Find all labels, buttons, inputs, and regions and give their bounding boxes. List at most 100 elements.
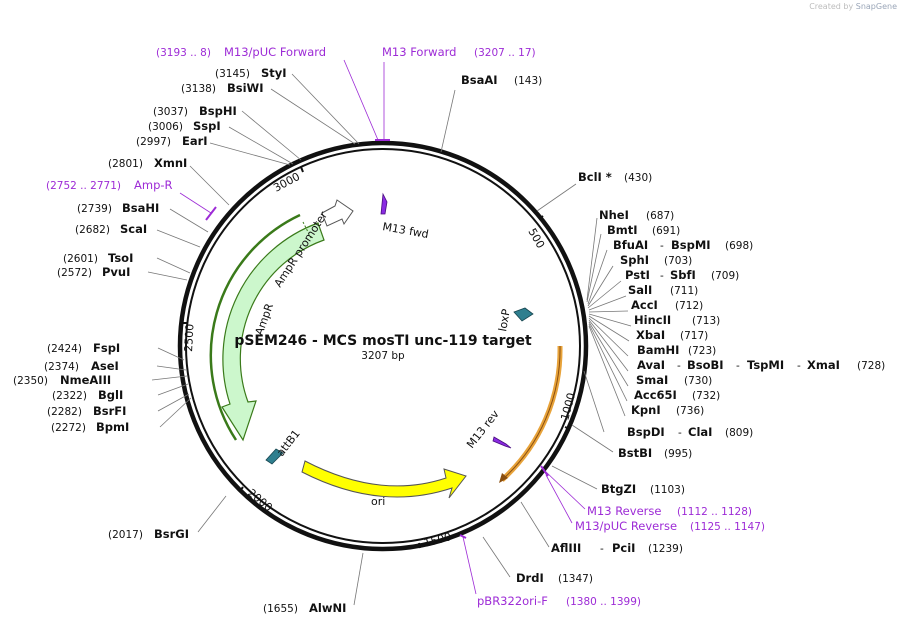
pbr322-leader xyxy=(462,536,477,595)
enzyme-bsobi[interactable]: BsoBI xyxy=(687,358,724,372)
enzyme-fspi[interactable]: FspI xyxy=(93,341,120,355)
enzyme-bamhi[interactable]: BamHI xyxy=(637,343,679,357)
tick-mark-500 xyxy=(538,215,544,220)
m13-fwd-label: M13 fwd xyxy=(381,220,429,241)
enzyme-sbfi[interactable]: SbfI xyxy=(670,268,696,282)
enzyme-sali-pos: (711) xyxy=(670,285,698,297)
enzyme-alwni[interactable]: AlwNI xyxy=(309,601,346,615)
attb1-feature[interactable] xyxy=(265,448,284,465)
ampr-feature[interactable] xyxy=(221,222,325,442)
enzyme-bsaai[interactable]: BsaAI xyxy=(461,73,498,87)
pbr322-marker xyxy=(459,534,467,539)
credit-brand: SnapGene xyxy=(855,2,897,11)
enzyme-bfuai[interactable]: BfuAI xyxy=(613,238,648,252)
enzyme-bspdi[interactable]: BspDI xyxy=(627,425,665,439)
enzyme-bsrfi[interactable]: BsrFI xyxy=(93,404,126,418)
enzyme-clai[interactable]: ClaI xyxy=(688,425,712,439)
ampr-outer-line xyxy=(209,213,301,441)
tick-mark-1000 xyxy=(564,426,571,430)
enzyme-bgli-pos: (2322) xyxy=(52,390,87,402)
enzyme-xbai[interactable]: XbaI xyxy=(636,328,665,342)
leader-eari xyxy=(209,142,291,166)
enzyme-smai[interactable]: SmaI xyxy=(636,373,668,387)
enzyme-styi[interactable]: StyI xyxy=(261,66,287,80)
primer-m13-rev-range: (1112 .. 1128) xyxy=(677,506,752,518)
enzyme-sspi[interactable]: SspI xyxy=(193,119,221,133)
snapgene-credit: Created by SnapGene xyxy=(809,2,897,11)
enzyme-afliii[interactable]: AflIII xyxy=(551,541,581,555)
primer-m13puc-rev[interactable]: M13/pUC Reverse xyxy=(575,519,677,533)
enzyme-acc65i-pos: (732) xyxy=(692,390,720,402)
primer-amp-r[interactable]: Amp-R xyxy=(134,178,173,192)
leader-tsoi xyxy=(156,257,191,274)
ori-label: ori xyxy=(371,495,385,508)
leader-sali xyxy=(588,295,627,311)
enzyme-btgzi[interactable]: BtgZI xyxy=(601,482,636,496)
enzyme-hincii-pos: (713) xyxy=(692,315,720,327)
leader-bsiwi xyxy=(270,88,356,145)
enzyme-bsrfi-pos: (2282) xyxy=(47,406,82,418)
loxp-feature[interactable] xyxy=(513,307,534,322)
enzyme-xmni[interactable]: XmnI xyxy=(154,156,187,170)
enzyme-acc65i[interactable]: Acc65I xyxy=(634,388,677,402)
primer-m13puc-fwd[interactable]: M13/pUC Forward xyxy=(224,45,326,59)
enzyme-bsiwi[interactable]: BsiWI xyxy=(227,81,264,95)
attb1-label: attB1 xyxy=(274,427,303,459)
leader-bsahi xyxy=(169,208,209,233)
enzyme-avai[interactable]: AvaI xyxy=(637,358,665,372)
sep-tspmi: - xyxy=(797,360,801,372)
enzyme-bstbi[interactable]: BstBI xyxy=(618,446,652,460)
enzyme-bspmi[interactable]: BspMI xyxy=(671,238,711,252)
leader-bstbi xyxy=(571,424,614,453)
enzyme-pvui[interactable]: PvuI xyxy=(102,265,130,279)
enzyme-kpni[interactable]: KpnI xyxy=(631,403,661,417)
ampr-promoter-feature[interactable] xyxy=(321,199,354,227)
m13-rev-feature[interactable] xyxy=(492,436,512,449)
enzyme-hincii[interactable]: HincII xyxy=(634,313,671,327)
enzyme-eari[interactable]: EarI xyxy=(182,134,208,148)
leader-scai xyxy=(156,229,201,248)
enzyme-sali[interactable]: SalI xyxy=(628,283,652,297)
m13-fwd-feature[interactable] xyxy=(380,192,388,215)
enzyme-sphi[interactable]: SphI xyxy=(620,253,649,267)
enzyme-bpmi[interactable]: BpmI xyxy=(96,420,129,434)
enzyme-bsahi[interactable]: BsaHI xyxy=(122,201,159,215)
ampr-promoter-dash xyxy=(302,221,312,239)
enzyme-sphi-pos: (703) xyxy=(664,255,692,267)
enzyme-pcii[interactable]: PciI xyxy=(612,541,635,555)
primer-m13-rev[interactable]: M13 Reverse xyxy=(587,504,661,518)
enzyme-tspmi[interactable]: TspMI xyxy=(747,358,784,372)
enzyme-bmti-pos: (691) xyxy=(652,225,680,237)
plasmid-length: 3207 bp xyxy=(361,350,405,362)
enzyme-bmti[interactable]: BmtI xyxy=(607,223,638,237)
enzyme-acci[interactable]: AccI xyxy=(631,298,658,312)
enzyme-nmeaiii[interactable]: NmeAIII xyxy=(60,373,111,387)
enzyme-bsrgi[interactable]: BsrGI xyxy=(154,527,189,541)
leader-bmti xyxy=(586,233,602,303)
enzyme-tsoi[interactable]: TsoI xyxy=(108,251,133,265)
enzyme-acci-pos: (712) xyxy=(675,300,703,312)
enzyme-styi-pos: (3145) xyxy=(215,68,250,80)
backbone-inner xyxy=(185,148,581,544)
enzyme-psti[interactable]: PstI xyxy=(625,268,650,282)
leader-kpni xyxy=(588,325,626,417)
primer-pbr322[interactable]: pBR322ori-F xyxy=(477,594,548,608)
enzyme-bgli[interactable]: BglI xyxy=(98,388,123,402)
enzyme-bsphi[interactable]: BspHI xyxy=(199,104,237,118)
leader-pvui xyxy=(147,271,188,281)
tick-1500: 1500 xyxy=(422,530,452,550)
enzyme-xmai[interactable]: XmaI xyxy=(807,358,840,372)
enzyme-asei[interactable]: AseI xyxy=(91,359,119,373)
leader-bsrgi xyxy=(197,495,227,533)
leader-sphi xyxy=(587,265,614,307)
enzyme-nhei[interactable]: NheI xyxy=(599,208,629,222)
primer-m13-fwd-range: (3207 .. 17) xyxy=(474,47,536,59)
enzyme-bcli[interactable]: BclI * xyxy=(578,170,612,184)
enzyme-drdi[interactable]: DrdI xyxy=(516,571,544,585)
primer-m13puc-fwd-range: (3193 .. 8) xyxy=(156,47,211,59)
ori-feature[interactable] xyxy=(301,460,467,499)
leader-asei xyxy=(156,365,187,371)
tick-mark-3000 xyxy=(300,166,304,173)
primer-m13-fwd[interactable]: M13 Forward xyxy=(382,45,456,59)
enzyme-scai[interactable]: ScaI xyxy=(120,222,147,236)
